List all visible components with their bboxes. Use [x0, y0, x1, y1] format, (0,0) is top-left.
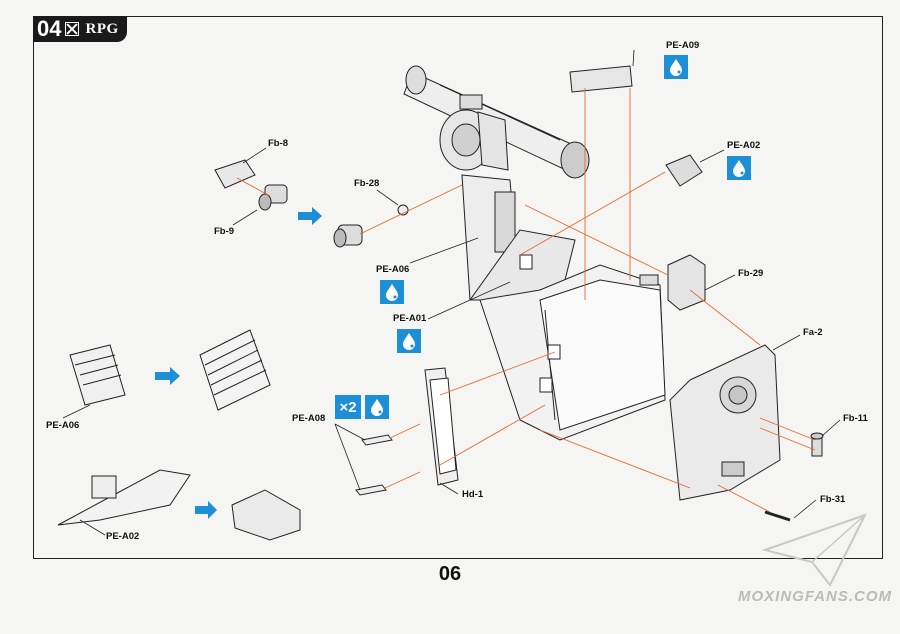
fb29-block [667, 254, 706, 311]
fb28-part [333, 204, 409, 248]
pe-a02-part-folded [231, 489, 301, 541]
step-number: 04 [37, 16, 62, 41]
water-drop-icon [365, 395, 389, 419]
label-pe-a06-top: PE-A06 [376, 264, 410, 275]
watermark-text: MOXINGFANS.COM [738, 588, 893, 605]
pe-a02-bracket [665, 154, 703, 187]
label-pe-a08: PE-A08 [292, 413, 326, 424]
hd1-frame [424, 367, 459, 486]
water-drop-icon [380, 280, 404, 304]
page-number: 06 [438, 563, 462, 585]
side-panel [669, 344, 781, 501]
label-hd1: Hd-1 [462, 489, 484, 500]
label-pe-a02-top: PE-A02 [727, 140, 761, 151]
turret-head [439, 94, 509, 171]
pe-a08-strip-1 [361, 434, 393, 446]
label-fb9: Fb-9 [214, 226, 235, 237]
pe-a06-part-flat [69, 344, 126, 406]
leader-lines [62, 49, 841, 536]
assembly-arrows [236, 88, 816, 513]
label-fb31: Fb-31 [820, 494, 846, 505]
label-pe-a01: PE-A01 [393, 313, 427, 324]
brand-logo-icon [65, 22, 80, 36]
label-fb28: Fb-28 [354, 178, 380, 189]
fb8-fb9-parts [214, 159, 288, 211]
pe-a06-part-folded [199, 329, 271, 411]
water-drop-icon [664, 55, 688, 79]
pe-a09-plate [569, 65, 633, 93]
step-header: 04 RPG [33, 16, 127, 42]
label-fb11: Fb-11 [843, 413, 868, 424]
pe-a02-part-flat [57, 469, 191, 526]
process-arrows [155, 207, 322, 519]
water-drop-icon [397, 329, 421, 353]
page-frame [33, 16, 883, 559]
label-fb8: Fb-8 [268, 138, 289, 149]
paper-plane-logo-icon [761, 513, 867, 587]
brand-name: RPG [85, 20, 119, 37]
label-fb29: Fb-29 [738, 268, 764, 279]
column [461, 174, 576, 301]
label-pe-a06-bottom: PE-A06 [46, 420, 80, 431]
label-fa2: Fa-2 [803, 327, 823, 338]
fb11-bolt [810, 432, 824, 457]
quantity-badge: ×2 [335, 395, 361, 419]
pe-a08-strip-2 [355, 484, 387, 496]
label-pe-a09: PE-A09 [666, 40, 700, 51]
label-pe-a02-bottom: PE-A02 [106, 531, 140, 542]
water-drop-icon [727, 156, 751, 180]
fb31-pin [764, 510, 791, 522]
base-box [479, 264, 666, 441]
